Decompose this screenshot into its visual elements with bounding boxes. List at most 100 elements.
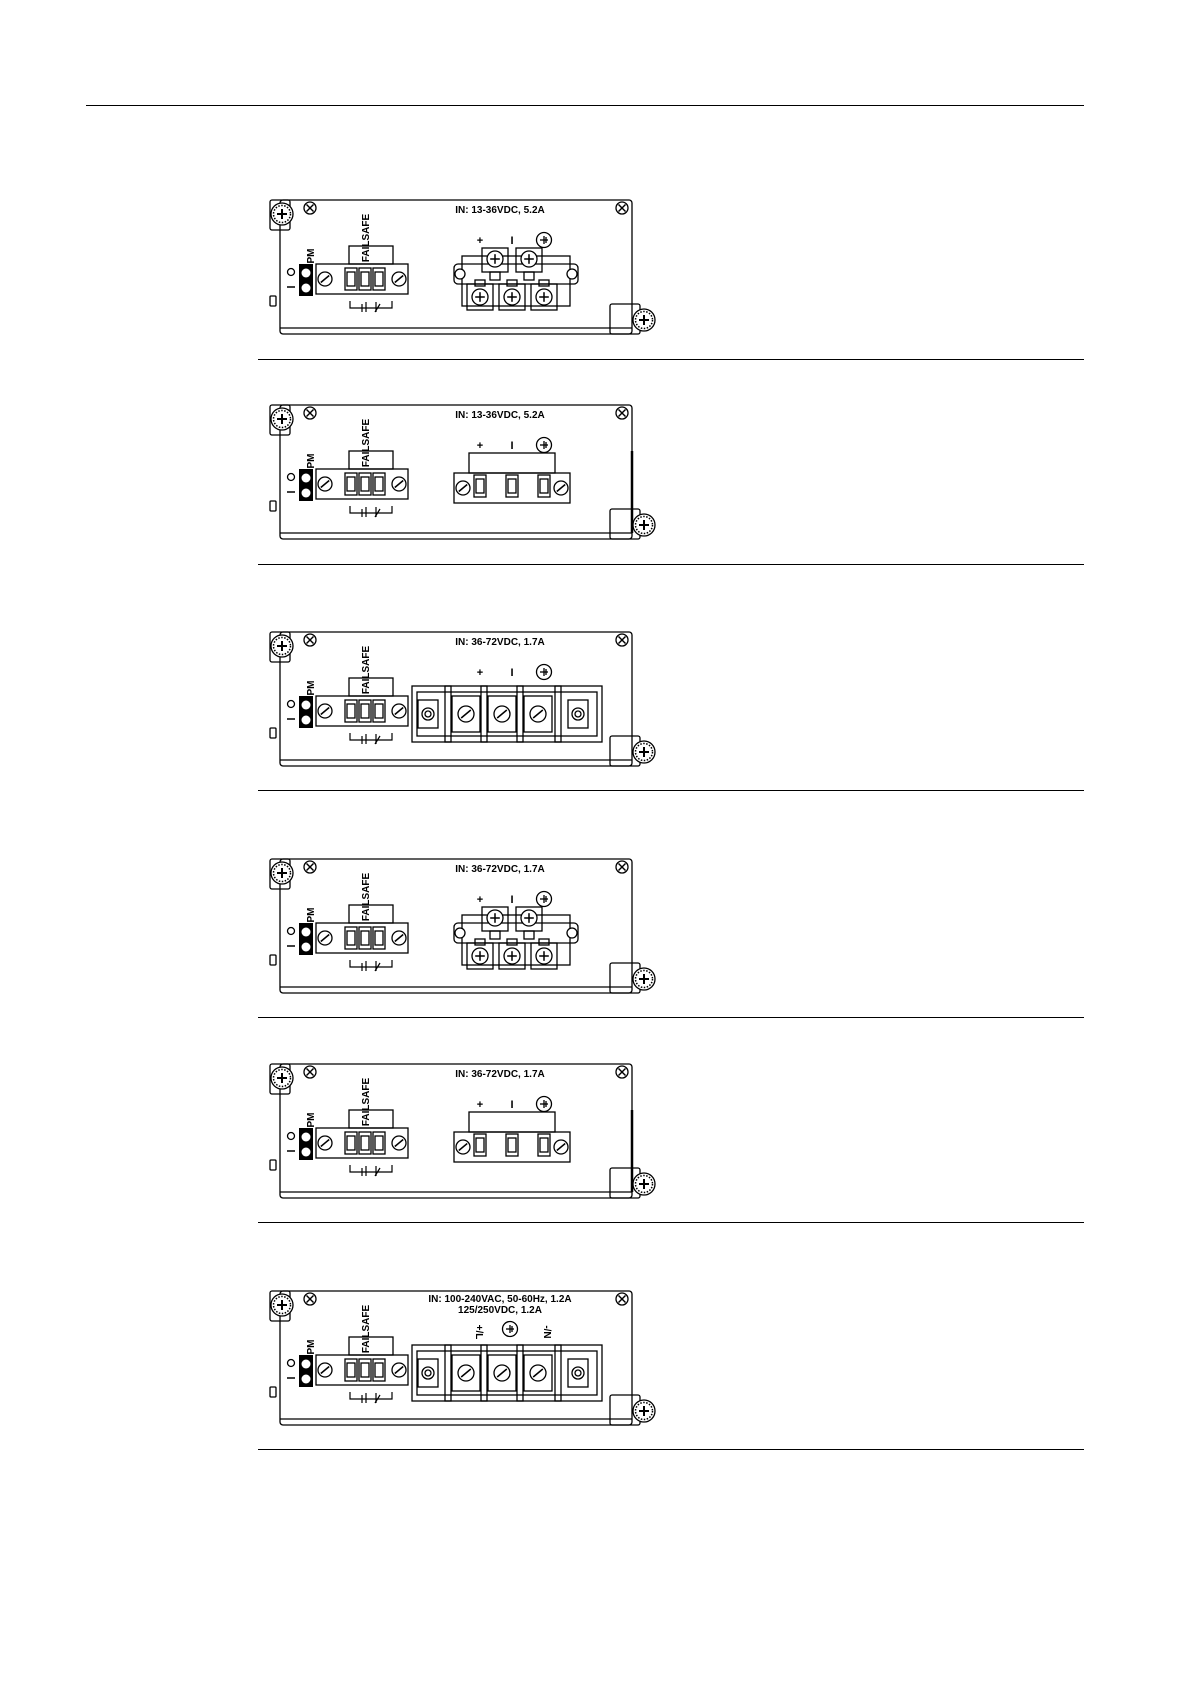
ground-icon	[503, 1322, 518, 1337]
latch-notch	[270, 955, 276, 965]
screw-icon	[472, 948, 488, 964]
input-rating-label: IN: 36-72VDC, 1.7A	[455, 864, 544, 875]
mounting-screw-icon	[633, 1400, 655, 1422]
screw-icon	[318, 931, 332, 945]
screw-icon	[536, 948, 552, 964]
power-module-panel: PMFAILSAFEIN: 36-72VDC, 1.7A+I	[262, 855, 670, 1007]
captive-screw-icon	[304, 1066, 316, 1078]
negative-label: -/N	[541, 1325, 552, 1338]
pm-label: PM	[306, 454, 317, 469]
mounting-screw-icon	[633, 309, 655, 331]
power-module-drawing: PMFAILSAFEIN: 36-72VDC, 1.7A+I	[262, 855, 672, 1009]
strip-barrier	[481, 686, 487, 742]
led-icon	[302, 716, 311, 725]
screw-icon	[572, 708, 584, 720]
led-icon	[302, 701, 311, 710]
input-rating-label: IN: 13-36VDC, 5.2A	[455, 205, 544, 216]
captive-screw-icon	[616, 202, 628, 214]
terminal-plug-top	[469, 453, 555, 473]
input-rating-label: IN: 13-36VDC, 5.2A	[455, 410, 544, 421]
negative-label: I	[510, 894, 513, 906]
screw-icon	[392, 1363, 406, 1377]
relay-contact-icon	[350, 506, 392, 517]
led-icon	[302, 474, 311, 483]
strip-barrier	[555, 1345, 561, 1401]
screw-icon	[572, 1367, 584, 1379]
failsafe-label: FAILSAFE	[361, 214, 372, 263]
led-icon	[302, 269, 311, 278]
pm-label: PM	[306, 1340, 317, 1355]
failsafe-label: FAILSAFE	[361, 1305, 372, 1354]
led-icon	[302, 1375, 311, 1384]
terminal-plug	[454, 473, 570, 503]
screw-icon	[458, 706, 474, 722]
led-icon	[288, 1360, 295, 1367]
terminal-plug-top	[469, 1112, 555, 1132]
ground-icon	[537, 665, 552, 680]
negative-label: I	[510, 440, 513, 452]
positive-label: +	[477, 235, 483, 247]
screw-icon	[487, 251, 503, 267]
screw-icon	[494, 706, 510, 722]
led-icon	[302, 489, 311, 498]
power-module-drawing: PMFAILSAFEIN: 13-36VDC, 5.2A+I	[262, 196, 672, 350]
mount-hole-icon	[567, 928, 577, 938]
module-faceplate	[280, 405, 632, 539]
captive-screw-icon	[304, 407, 316, 419]
screw-icon	[472, 289, 488, 305]
latch-notch	[270, 1387, 276, 1397]
screw-icon	[536, 289, 552, 305]
captive-screw-icon	[616, 407, 628, 419]
strip-barrier	[517, 1345, 523, 1401]
power-module-drawing: PMFAILSAFEIN: 36-72VDC, 1.7A+I	[262, 628, 672, 782]
relay-contact-icon	[350, 960, 392, 971]
negative-label: I	[510, 667, 513, 679]
led-icon	[288, 269, 295, 276]
failsafe-label: FAILSAFE	[361, 646, 372, 695]
positive-label: +/L	[473, 1325, 484, 1340]
led-icon	[288, 1133, 295, 1140]
screw-icon	[392, 272, 406, 286]
separator-rule	[258, 790, 1084, 791]
strip-barrier	[481, 1345, 487, 1401]
screw-icon	[521, 251, 537, 267]
strip-barrier	[445, 686, 451, 742]
latch-notch	[270, 1160, 276, 1170]
strip-barrier	[445, 1345, 451, 1401]
captive-screw-icon	[616, 634, 628, 646]
captive-screw-icon	[616, 1293, 628, 1305]
led-icon	[302, 1133, 311, 1142]
terminal-plug	[454, 1132, 570, 1162]
screw-icon	[521, 910, 537, 926]
screw-icon	[530, 706, 546, 722]
screw-icon	[554, 481, 568, 495]
screw-icon	[456, 1140, 470, 1154]
led-icon	[302, 943, 311, 952]
mount-hole-icon	[455, 269, 465, 279]
positive-label: +	[477, 894, 483, 906]
screw-icon	[318, 477, 332, 491]
failsafe-label: FAILSAFE	[361, 1078, 372, 1127]
failsafe-label: FAILSAFE	[361, 873, 372, 922]
screw-icon	[422, 1367, 434, 1379]
strip-barrier	[517, 686, 523, 742]
power-module-panel: PMFAILSAFEIN: 13-36VDC, 5.2A+I	[262, 401, 670, 553]
mounting-screw-icon	[633, 741, 655, 763]
mount-hole-icon	[567, 269, 577, 279]
screw-icon	[318, 1136, 332, 1150]
module-faceplate	[280, 200, 632, 334]
screw-icon	[458, 1365, 474, 1381]
screw-icon	[318, 1363, 332, 1377]
mounting-screw-icon	[271, 1294, 293, 1316]
negative-label: I	[510, 1099, 513, 1111]
screw-icon	[504, 948, 520, 964]
header-rule	[86, 105, 1084, 106]
screw-icon	[504, 289, 520, 305]
separator-rule	[258, 564, 1084, 565]
latch-notch	[270, 728, 276, 738]
captive-screw-icon	[616, 861, 628, 873]
pm-label: PM	[306, 681, 317, 696]
led-icon	[302, 1148, 311, 1157]
screw-icon	[422, 708, 434, 720]
